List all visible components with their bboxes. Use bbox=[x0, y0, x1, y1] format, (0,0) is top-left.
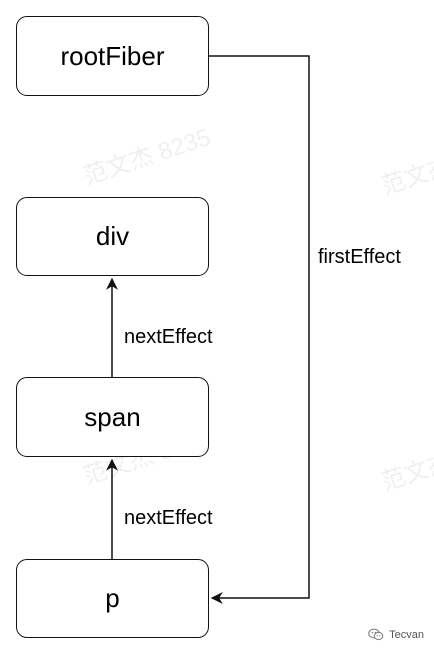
node-label: p bbox=[105, 583, 120, 613]
edge-root-to-p bbox=[209, 55, 310, 604]
node-label: span bbox=[84, 401, 141, 432]
edge-label-first-effect: firstEffect bbox=[318, 246, 401, 268]
node-root-fiber: rootFiber bbox=[16, 16, 209, 96]
edge-label-next-effect: nextEffect bbox=[124, 507, 213, 529]
node-p: p bbox=[16, 559, 209, 638]
node-label: rootFiber bbox=[60, 40, 165, 71]
edge-label-next-effect: nextEffect bbox=[124, 326, 213, 348]
node-div: div bbox=[16, 197, 209, 276]
brand-watermark: Tecvan bbox=[368, 628, 424, 641]
brand-name: Tecvan bbox=[389, 628, 424, 641]
node-span: span bbox=[16, 377, 209, 457]
node-label: div bbox=[95, 221, 130, 251]
wechat-icon bbox=[368, 628, 384, 641]
